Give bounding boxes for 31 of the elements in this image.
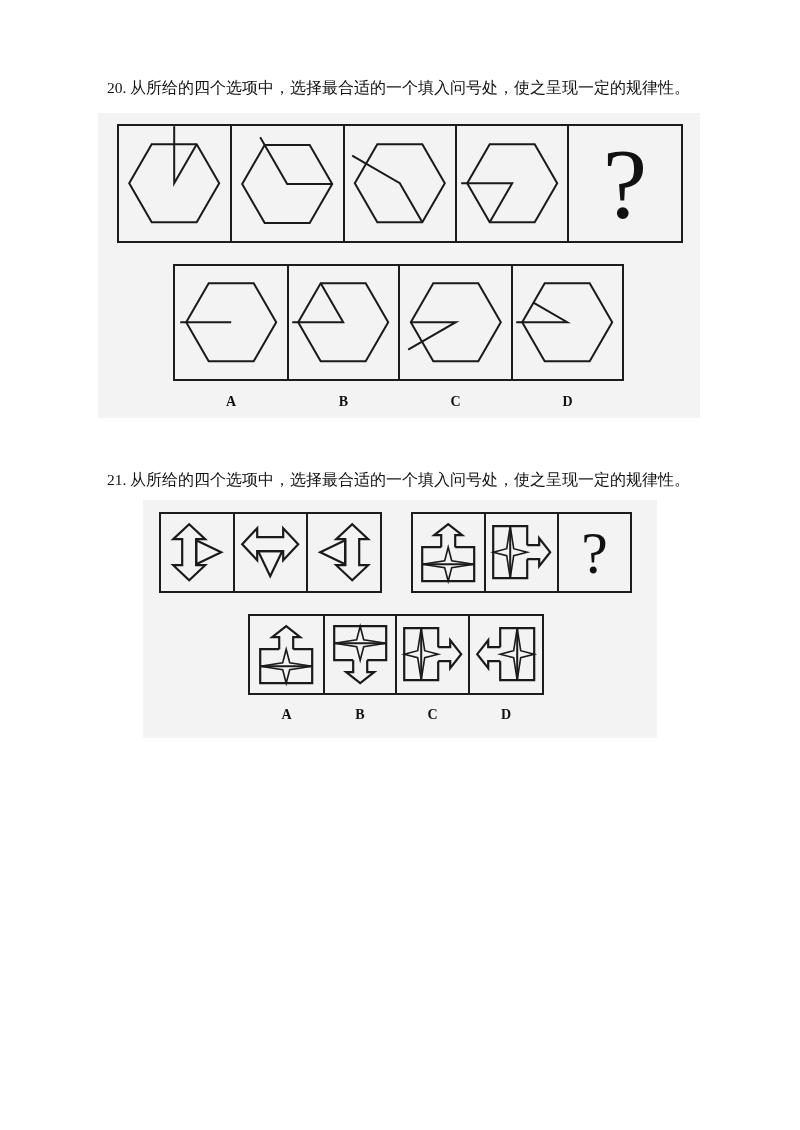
puzzle-cell [117,124,232,243]
puzzle-cell [306,512,382,593]
option-letter: A [281,707,292,723]
option-letter: C [450,394,461,410]
puzzle-cell [398,264,513,381]
puzzle-cell [233,512,308,593]
puzzle-cell [173,264,289,381]
puzzle-cell [557,512,632,593]
option-letter: B [355,707,365,723]
puzzle-cell [468,614,544,695]
question-text: 20. 从所给的四个选项中，选择最合适的一个填入问号处，使之呈现一定的规律性。 [107,78,691,98]
option-letter: C [427,707,438,723]
puzzle-cell [567,124,683,243]
question-mark: ? [602,133,648,234]
question-mark: ? [581,522,608,583]
puzzle-cell [455,124,569,243]
puzzle-cell [230,124,345,243]
option-letter: D [562,394,573,410]
question-text: 21. 从所给的四个选项中，选择最合适的一个填入问号处，使之呈现一定的规律性。 [107,470,691,490]
puzzle-cell [484,512,559,593]
puzzle-cell [159,512,235,593]
puzzle-cell [248,614,325,695]
puzzle-cell [395,614,470,695]
puzzle-cell [411,512,486,593]
puzzle-cell [323,614,397,695]
puzzle-cell [287,264,400,381]
option-letter: B [338,394,349,410]
option-letter: D [500,707,512,723]
puzzle-cell [343,124,457,243]
puzzle-cell [511,264,624,381]
option-letter: A [225,394,237,410]
